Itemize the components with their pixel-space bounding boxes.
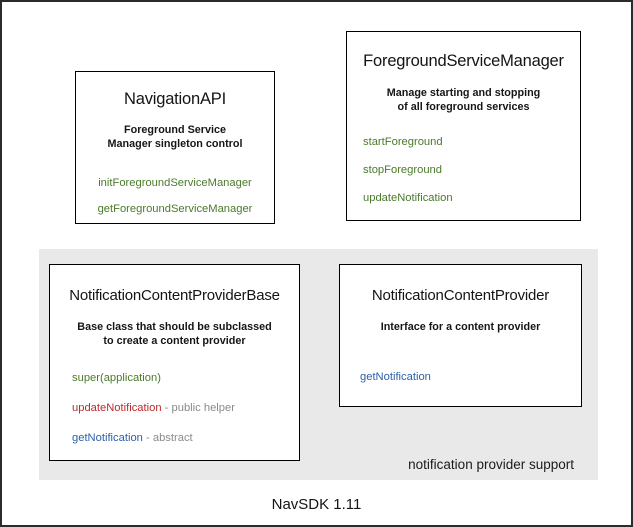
class-description-line: Manage starting and stopping	[386, 87, 541, 99]
member-name: initForegroundServiceManager	[98, 176, 252, 189]
class-description-line: Interface for a content provider	[380, 321, 541, 333]
diagram-footer-label: NavSDK 1.11	[271, 496, 362, 513]
member-name: getNotification	[72, 431, 143, 444]
class-description-line: of all foreground services	[397, 101, 530, 114]
member-row[interactable]: startForeground	[363, 135, 580, 149]
member-row[interactable]: updateNotification	[363, 191, 580, 205]
class-box-notification-content-provider[interactable]: NotificationContentProvider Interface fo…	[339, 264, 582, 407]
member-note: - public helper	[161, 401, 235, 414]
member-name: getForegroundServiceManager	[97, 202, 253, 215]
class-description-line: Base class that should be subclassed	[77, 321, 272, 333]
class-description-foreground-service-manager: Manage starting and stopping of all fore…	[347, 86, 580, 115]
member-note: - abstract	[142, 431, 193, 444]
member-list-foreground-service-manager: startForeground stopForeground updateNot…	[347, 135, 580, 205]
class-title-foreground-service-manager: ForegroundServiceManager	[363, 52, 564, 70]
member-name: updateNotification	[363, 191, 453, 204]
member-row[interactable]: getForegroundServiceManager	[76, 202, 274, 216]
class-title-navigation-api: NavigationAPI	[124, 90, 226, 108]
member-row[interactable]: getNotification	[360, 370, 581, 384]
member-list-notification-content-provider-base: super(application) updateNotification - …	[50, 371, 299, 445]
class-description-navigation-api: Foreground Service Manager singleton con…	[76, 123, 274, 152]
member-name: getNotification	[360, 371, 431, 384]
class-box-navigation-api[interactable]: NavigationAPI Foreground Service Manager…	[75, 71, 275, 224]
class-description-notification-content-provider: Interface for a content provider	[340, 320, 581, 334]
class-description-line: to create a content provider	[103, 335, 246, 348]
member-name: updateNotification	[72, 401, 162, 414]
class-description-line: Manager singleton control	[107, 138, 243, 151]
member-row[interactable]: initForegroundServiceManager	[76, 176, 274, 190]
member-name: startForeground	[363, 135, 443, 148]
class-title-notification-content-provider-base: NotificationContentProviderBase	[69, 287, 280, 304]
member-list-notification-content-provider: getNotification	[340, 370, 581, 384]
member-row[interactable]: super(application)	[72, 371, 299, 385]
member-name: stopForeground	[363, 163, 442, 176]
member-row[interactable]: getNotification - abstract	[72, 431, 299, 445]
member-list-navigation-api: initForegroundServiceManager getForegrou…	[76, 176, 274, 216]
group-panel-caption: notification provider support	[408, 457, 574, 472]
class-description-line: Foreground Service	[124, 124, 226, 136]
member-name: super(application)	[72, 371, 161, 384]
member-row[interactable]: stopForeground	[363, 163, 580, 177]
class-title-notification-content-provider: NotificationContentProvider	[371, 287, 550, 304]
class-box-notification-content-provider-base[interactable]: NotificationContentProviderBase Base cla…	[49, 264, 300, 461]
class-box-foreground-service-manager[interactable]: ForegroundServiceManager Manage starting…	[346, 31, 581, 221]
class-description-notification-content-provider-base: Base class that should be subclassed to …	[50, 320, 299, 349]
member-row[interactable]: updateNotification - public helper	[72, 401, 299, 415]
